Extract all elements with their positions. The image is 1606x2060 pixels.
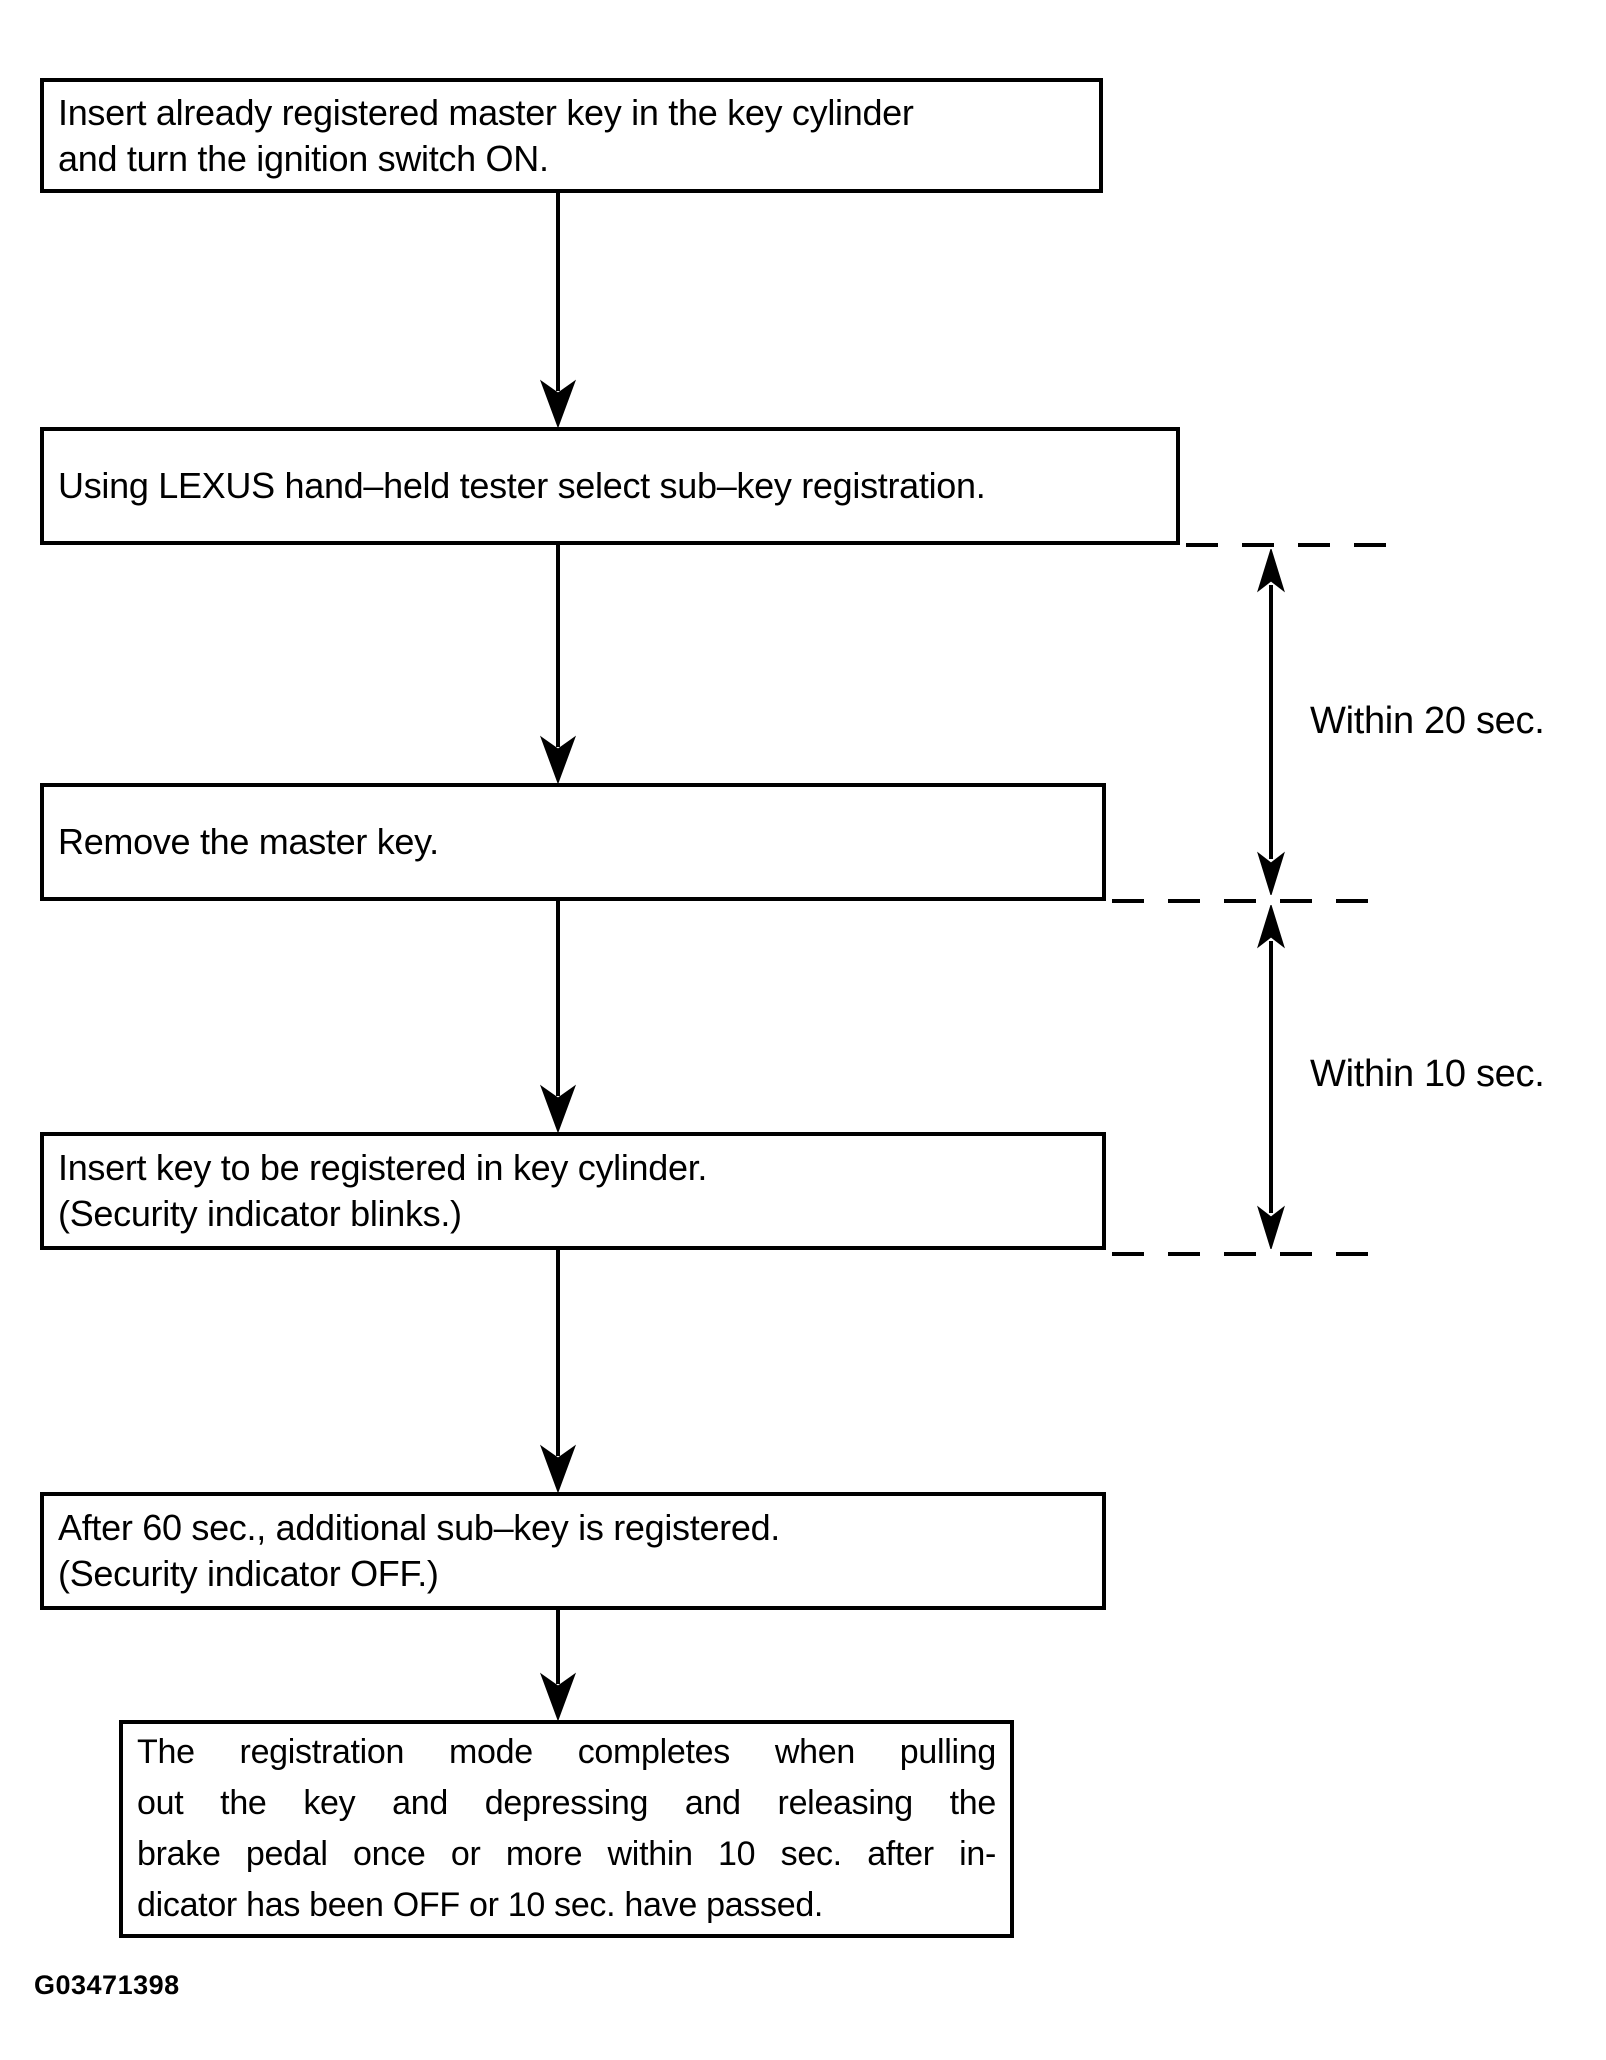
flowchart-box-step-6: The registration mode completes when pul… [119, 1720, 1014, 1938]
box-text-line: Remove the master key. [58, 821, 439, 862]
figure-id: G03471398 [34, 1970, 180, 2000]
box-text-line: and turn the ignition switch ON. [58, 137, 549, 179]
box-text-line: Insert already registered master key in … [58, 91, 914, 133]
flow-arrow-2-icon [539, 545, 577, 783]
dashed-line-3 [1112, 1252, 1392, 1256]
flowchart-box-step-4: Insert key to be registered in key cylin… [40, 1132, 1106, 1250]
box-text-line: brake pedal once or more within 10 sec. … [137, 1835, 996, 1873]
flowchart-box-step-5: After 60 sec., additional sub–key is reg… [40, 1492, 1106, 1610]
box-text-line: (Security indicator OFF.) [58, 1553, 439, 1594]
label-within-10-sec: Within 10 sec. [1310, 1053, 1545, 1095]
flow-arrow-1-icon [539, 193, 577, 427]
box-text-line: out the key and depressing and releasing… [137, 1784, 996, 1822]
dashed-line-1 [1186, 543, 1391, 547]
dashed-line-2 [1112, 899, 1392, 903]
box-text-line: Insert key to be registered in key cylin… [58, 1147, 708, 1188]
box-text-line: After 60 sec., additional sub–key is reg… [58, 1507, 781, 1548]
dimension-arrow-20sec-icon [1257, 549, 1285, 895]
label-within-20-sec: Within 20 sec. [1310, 700, 1545, 742]
flowchart-box-step-1: Insert already registered master key in … [40, 78, 1103, 193]
flowchart-box-step-2: Using LEXUS hand–held tester select sub–… [40, 427, 1180, 545]
flow-arrow-5-icon [539, 1610, 577, 1720]
box-text-line: Using LEXUS hand–held tester select sub–… [58, 465, 986, 506]
box-text-line: The registration mode completes when pul… [137, 1733, 996, 1771]
box-text-line: dicator has been OFF or 10 sec. have pas… [137, 1886, 824, 1924]
flowchart-box-step-3: Remove the master key. [40, 783, 1106, 901]
box-text-line: (Security indicator blinks.) [58, 1193, 462, 1234]
dimension-arrow-10sec-icon [1257, 905, 1285, 1249]
flow-arrow-3-icon [539, 901, 577, 1132]
flow-arrow-4-icon [539, 1250, 577, 1492]
